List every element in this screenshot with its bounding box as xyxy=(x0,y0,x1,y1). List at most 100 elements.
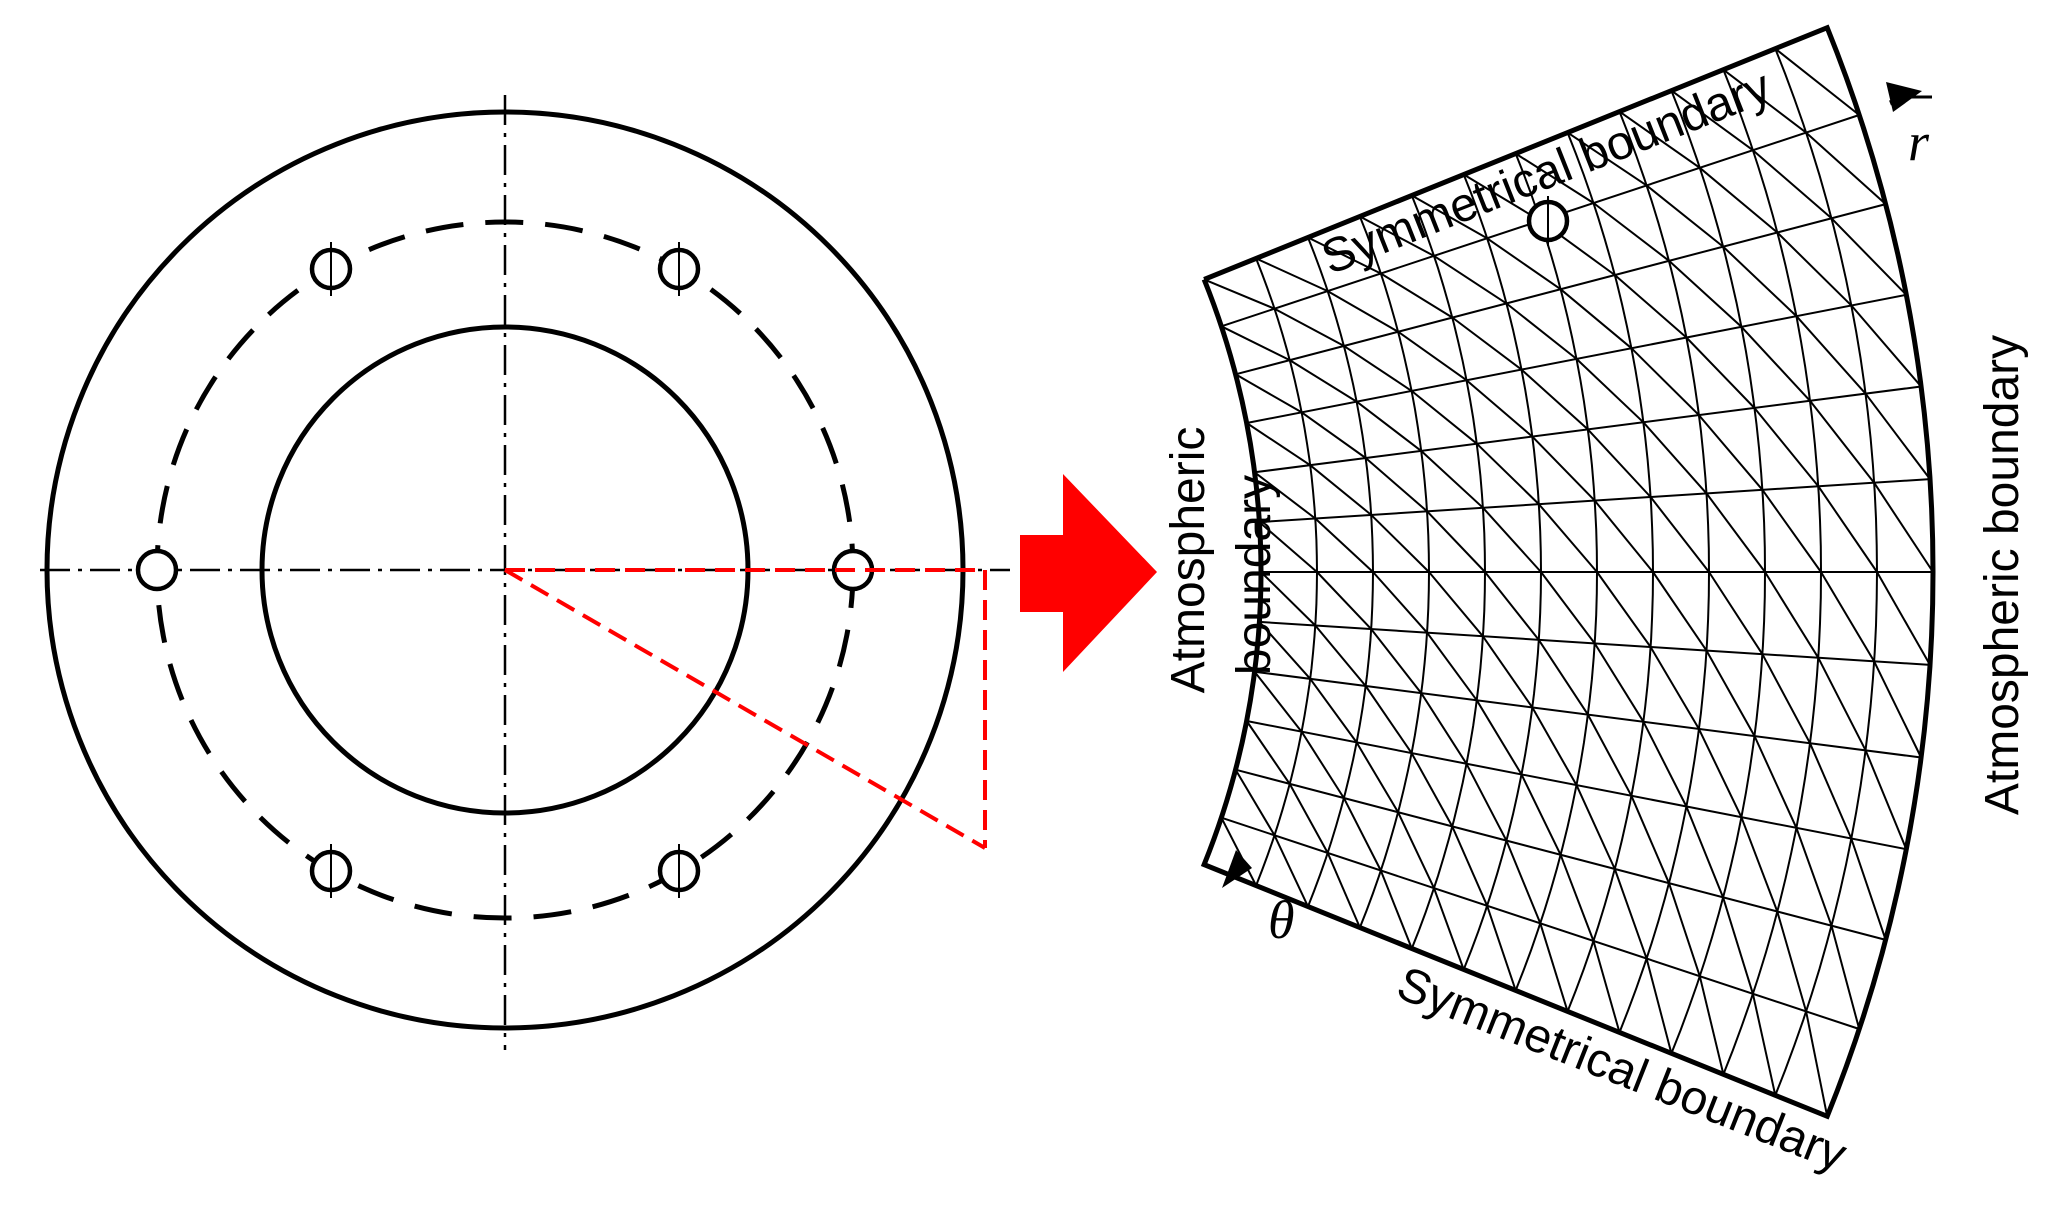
mesh-line xyxy=(1668,260,1743,328)
mesh-line xyxy=(1587,714,1633,797)
mesh-outline xyxy=(1200,24,1936,1120)
mesh-line xyxy=(1698,414,1764,491)
mesh-line xyxy=(1314,624,1367,687)
mesh-line xyxy=(1245,720,1291,785)
mesh-line xyxy=(1411,194,1488,240)
bolt-hole xyxy=(135,548,179,592)
sector-mesh xyxy=(1200,24,1936,1120)
mesh-line xyxy=(1830,217,1908,296)
mesh-line xyxy=(1253,671,1303,733)
mesh-line xyxy=(1307,236,1382,275)
mesh-line xyxy=(1805,1011,1829,1117)
mesh-line xyxy=(1774,47,1860,116)
sector-cut-outline xyxy=(503,568,987,850)
mesh-line xyxy=(1359,215,1435,257)
mesh-line xyxy=(1289,359,1358,403)
mesh-line xyxy=(1451,316,1523,371)
mesh-line xyxy=(1592,202,1670,262)
mesh-line xyxy=(1873,482,1934,573)
mesh-line xyxy=(1520,773,1562,856)
mesh-line xyxy=(1355,400,1422,452)
mesh-line xyxy=(1372,571,1428,634)
mesh-line xyxy=(1596,571,1652,648)
mesh-line xyxy=(1301,411,1367,459)
mesh-line xyxy=(1515,152,1595,204)
mesh-line xyxy=(1697,728,1743,818)
mesh-line xyxy=(1538,503,1598,573)
mesh-line xyxy=(1426,510,1486,573)
mesh-line xyxy=(1761,489,1822,573)
mesh-line xyxy=(1531,435,1596,502)
mesh-line xyxy=(1740,326,1811,402)
mesh-line xyxy=(1809,400,1875,484)
mesh-line xyxy=(1722,897,1754,995)
mesh-line xyxy=(1220,817,1257,886)
mesh-line xyxy=(1420,450,1484,509)
mesh-line xyxy=(1751,993,1777,1096)
mesh-line xyxy=(1850,838,1887,941)
mesh-line xyxy=(1642,421,1708,495)
mesh-line xyxy=(1567,131,1648,187)
mesh-line xyxy=(1539,923,1569,1012)
mesh-line xyxy=(1587,428,1652,498)
bolt-hole xyxy=(309,844,353,898)
mesh-line xyxy=(1327,290,1399,333)
mesh-line xyxy=(1380,272,1453,319)
mesh-line xyxy=(1575,784,1616,870)
mesh-line xyxy=(1451,826,1489,907)
mesh-line xyxy=(1708,571,1764,655)
mesh-line xyxy=(1698,975,1725,1075)
mesh-line xyxy=(1805,131,1887,205)
mesh-line xyxy=(1753,735,1798,829)
left-atmospheric-boundary-label-line2: boundary xyxy=(1228,475,1281,675)
mesh-line xyxy=(1486,237,1562,291)
mesh-line xyxy=(1699,167,1778,234)
r-axis-label: r xyxy=(1908,112,1930,172)
mesh-line xyxy=(1817,657,1867,751)
mesh-line xyxy=(1753,407,1820,487)
theta-axis-label: θ xyxy=(1268,890,1295,950)
r-axis-arrowhead xyxy=(1886,82,1922,112)
mesh-line xyxy=(1260,571,1317,627)
mesh-line xyxy=(1273,834,1309,907)
mesh-line xyxy=(1482,507,1542,573)
mesh-line xyxy=(1531,706,1578,786)
mesh-line xyxy=(1820,571,1875,662)
mesh-line xyxy=(1234,769,1276,836)
mesh-line xyxy=(1433,255,1507,305)
mesh-line xyxy=(1575,358,1645,424)
mesh-line xyxy=(1463,173,1541,222)
mesh-line xyxy=(1300,731,1345,799)
mesh-line xyxy=(1685,806,1725,898)
mesh-line xyxy=(1255,257,1329,293)
mesh-line xyxy=(1649,496,1710,573)
mesh-line xyxy=(1343,797,1382,871)
mesh-line xyxy=(1705,650,1756,737)
mesh-line xyxy=(1705,492,1766,573)
mesh-line xyxy=(1752,149,1833,220)
mesh-line xyxy=(1850,304,1922,388)
mesh-line xyxy=(1652,571,1708,652)
mesh-line xyxy=(1540,571,1596,645)
mesh-line xyxy=(1370,628,1422,694)
mesh-line xyxy=(1593,499,1654,573)
mesh-line xyxy=(1776,231,1853,307)
mesh-line xyxy=(1475,699,1523,775)
mesh-line xyxy=(1476,442,1540,505)
mesh-line xyxy=(1776,911,1808,1012)
bottom-symmetrical-boundary-label: Symmetrical boundary xyxy=(1390,957,1853,1182)
mesh-line xyxy=(1220,325,1291,361)
mesh-line xyxy=(1486,905,1517,991)
theta-axis-arrowhead xyxy=(1222,850,1252,888)
mesh-line xyxy=(1253,471,1316,520)
mesh-bolt-hole xyxy=(1526,196,1570,246)
mesh-line xyxy=(1761,653,1811,744)
mesh-line xyxy=(1630,347,1700,416)
mesh-line xyxy=(1613,868,1648,959)
mesh-grid xyxy=(1203,47,1934,1117)
mesh-line xyxy=(1645,184,1724,248)
mesh-line xyxy=(1505,302,1578,360)
mesh-line xyxy=(1484,571,1540,641)
mesh-line xyxy=(1397,330,1468,382)
